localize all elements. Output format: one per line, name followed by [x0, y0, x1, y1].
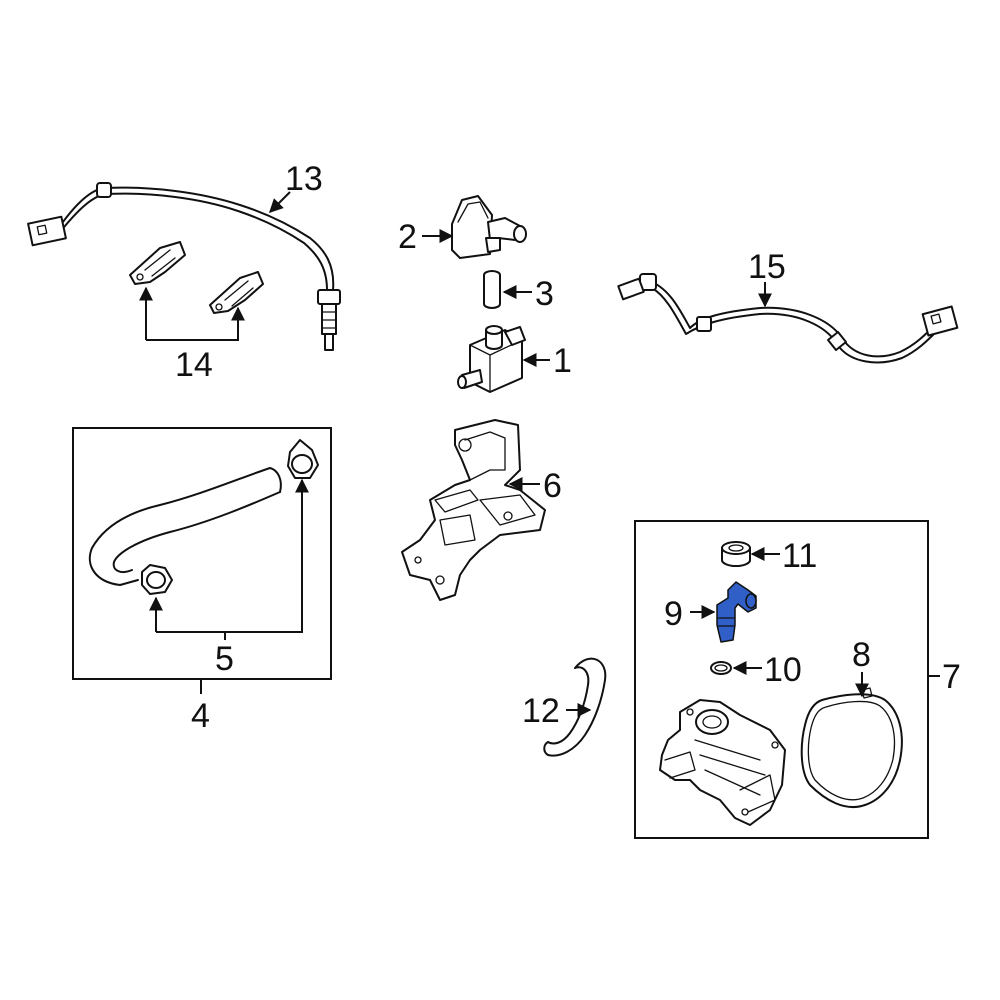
callout-4: 4: [191, 697, 210, 735]
part-7-oil-separator-housing[interactable]: [659, 699, 786, 826]
callout-14: 14: [175, 346, 213, 384]
callout-3: 3: [535, 275, 554, 313]
leader-5: [156, 478, 309, 633]
callout-9: 9: [664, 595, 683, 633]
callout-2: 2: [398, 218, 417, 256]
part-3-connector-sleeve[interactable]: [483, 270, 501, 309]
callout-12: 12: [522, 692, 560, 730]
part-5-hose-clamp-upper[interactable]: [287, 439, 319, 479]
part-9-pcv-valve[interactable]: [716, 581, 757, 643]
leader-13: [269, 191, 291, 213]
part-5-hose-clamp-lower[interactable]: [141, 564, 173, 595]
part-13-oxygen-sensor-upstream[interactable]: [27, 182, 341, 351]
callout-10: 10: [764, 651, 802, 689]
callout-13: 13: [285, 160, 323, 198]
part-10-o-ring[interactable]: [710, 661, 732, 675]
callout-7: 7: [942, 658, 961, 696]
callout-1: 1: [553, 342, 572, 380]
callout-6: 6: [543, 467, 562, 505]
part-4-pcv-hose[interactable]: [88, 467, 282, 586]
callout-5: 5: [215, 640, 234, 678]
part-14-sensor-bracket-right[interactable]: [209, 271, 264, 314]
part-6-mounting-bracket[interactable]: [401, 419, 546, 601]
part-15-oxygen-sensor-downstream[interactable]: [617, 273, 959, 364]
callout-8: 8: [852, 636, 871, 674]
callout-11: 11: [782, 537, 817, 575]
part-8-gasket[interactable]: [800, 687, 903, 809]
callout-15: 15: [748, 248, 786, 286]
group-box-7: [634, 520, 929, 839]
part-1-vapor-canister-purge-valve[interactable]: [457, 325, 526, 393]
part-2-purge-solenoid[interactable]: [451, 195, 527, 259]
part-11-grommet[interactable]: [721, 541, 751, 567]
part-14-sensor-bracket-left[interactable]: [129, 241, 186, 285]
